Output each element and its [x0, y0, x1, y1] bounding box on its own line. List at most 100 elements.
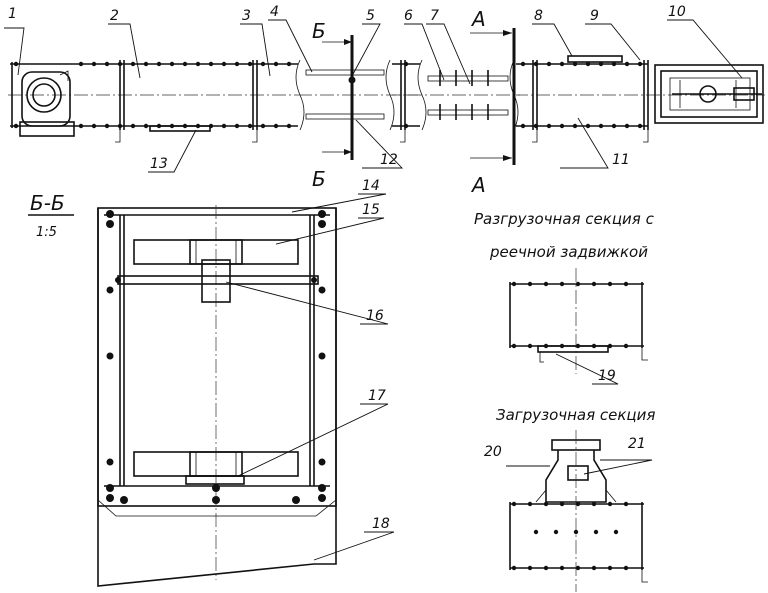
- callout-numbers: 1 2 3 4 5 6 7 8 9 10 11 12 13 14 15 16 1…: [8, 4, 686, 532]
- bolt: [575, 501, 581, 507]
- bolt: [208, 61, 214, 67]
- bolt: [195, 61, 201, 67]
- bolt: [591, 565, 597, 571]
- section-scale: 1:5: [36, 225, 57, 240]
- bolt: [221, 61, 227, 67]
- bolt: [543, 343, 549, 349]
- section-mark-b-top: Б: [312, 19, 326, 43]
- bolt: [104, 61, 110, 67]
- bolt: [598, 123, 604, 129]
- bolt: [543, 501, 549, 507]
- bolt: [559, 281, 565, 287]
- bolt: [169, 61, 175, 67]
- bolt: [607, 281, 613, 287]
- unload-slide-gate: [567, 55, 623, 63]
- bolt: [260, 61, 266, 67]
- cutaway-regions: [295, 59, 520, 131]
- bolt: [273, 123, 279, 129]
- bolt: [575, 281, 581, 287]
- unload-title-line1: Разгрузочная секция с: [474, 210, 655, 228]
- bolt: [511, 501, 517, 507]
- bolt: [234, 123, 240, 129]
- bolt: [403, 123, 409, 129]
- callout-7: 7: [430, 8, 439, 24]
- bolt: [585, 123, 591, 129]
- bolt: [607, 565, 613, 571]
- bolt: [543, 281, 549, 287]
- bolt: [559, 501, 565, 507]
- bolt: [78, 61, 84, 67]
- bolt: [130, 61, 136, 67]
- bolt: [623, 281, 629, 287]
- drive-unit: [19, 70, 75, 137]
- load-section-title: Загрузочная секция: [496, 406, 655, 424]
- bolt: [623, 343, 629, 349]
- bolt: [572, 61, 578, 67]
- callout-9: 9: [590, 8, 599, 24]
- bolt: [585, 61, 591, 67]
- bolt: [273, 61, 279, 67]
- bolt: [260, 123, 266, 129]
- bolt: [575, 565, 581, 571]
- leader-lines-section: [225, 193, 395, 561]
- callout-8: 8: [534, 8, 543, 24]
- bolt: [91, 61, 97, 67]
- bolt: [247, 123, 253, 129]
- section-title: Б-Б: [30, 191, 65, 215]
- rail-bolts: [13, 61, 643, 129]
- bolt: [611, 61, 617, 67]
- bolt: [559, 123, 565, 129]
- section-b-b-view: [97, 205, 337, 587]
- bolt: [520, 123, 526, 129]
- bolt: [182, 61, 188, 67]
- bolt: [607, 501, 613, 507]
- bolt: [234, 61, 240, 67]
- bolt: [117, 61, 123, 67]
- callout-11: 11: [612, 152, 630, 168]
- bolt: [559, 61, 565, 67]
- section-cut-marks: [322, 28, 516, 165]
- callout-6: 6: [404, 8, 413, 24]
- bolt: [533, 61, 539, 67]
- bolt: [559, 343, 565, 349]
- bolt: [598, 61, 604, 67]
- bolt: [637, 61, 643, 67]
- section-mark-b-bottom: Б: [312, 167, 326, 191]
- bolt: [623, 501, 629, 507]
- callout-17: 17: [368, 388, 386, 404]
- bolt: [575, 343, 581, 349]
- bolt: [286, 123, 292, 129]
- unload-section-title: Разгрузочная секция с реечной задвижкой: [474, 210, 655, 261]
- bolt: [527, 565, 533, 571]
- bolt: [117, 123, 123, 129]
- section-view-title: Б-Б 1:5: [28, 191, 74, 240]
- bolt: [543, 565, 549, 571]
- bolt: [527, 281, 533, 287]
- bolt: [78, 123, 84, 129]
- bolt: [13, 61, 19, 67]
- callout-1: 1: [8, 6, 17, 22]
- bolt: [591, 501, 597, 507]
- bolt: [546, 61, 552, 67]
- bolt: [130, 123, 136, 129]
- bolt: [104, 123, 110, 129]
- bolt: [546, 123, 552, 129]
- bolt: [221, 123, 227, 129]
- bolt: [247, 61, 253, 67]
- bolt: [607, 343, 613, 349]
- bolt: [553, 529, 559, 535]
- bolt: [156, 61, 162, 67]
- bolt: [527, 501, 533, 507]
- callout-3: 3: [242, 8, 251, 24]
- section-mark-a-top: А: [470, 7, 486, 31]
- bolt: [533, 529, 539, 535]
- bolt: [573, 529, 579, 535]
- leader-19: [555, 353, 619, 385]
- bolt: [13, 123, 19, 129]
- bolt: [593, 529, 599, 535]
- bolt: [611, 123, 617, 129]
- tension-unit: [654, 64, 764, 124]
- bolt: [572, 123, 578, 129]
- bolt: [511, 343, 517, 349]
